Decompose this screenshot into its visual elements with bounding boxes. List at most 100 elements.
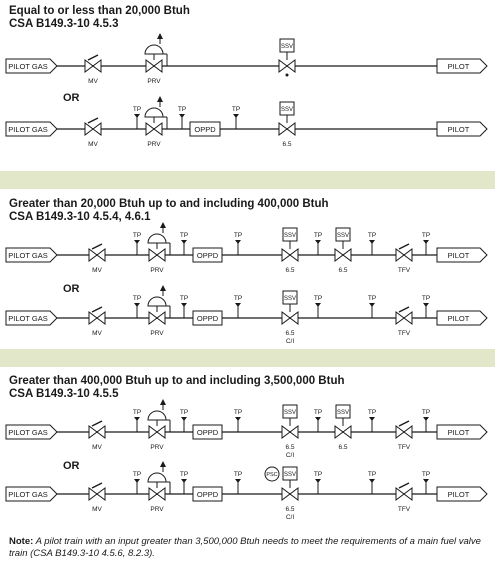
ssv-actuator-box xyxy=(335,227,351,242)
oppd-label: OPPD xyxy=(194,125,216,134)
prv-label: PRV xyxy=(150,267,164,274)
pilot-outlet: PILOT xyxy=(436,424,488,440)
ssv-label: SSV xyxy=(337,410,349,416)
pilot-gas-box xyxy=(5,486,58,502)
tfv-label: TFV xyxy=(398,506,411,513)
section-1-title: Equal to or less than 20,000 Btuh xyxy=(9,5,190,17)
test-port-head xyxy=(423,417,429,421)
oppd-box xyxy=(192,247,223,263)
ssv-actuator-box xyxy=(282,404,298,419)
valve-body xyxy=(334,425,352,439)
pressure-regulator-prv: PRV xyxy=(147,399,171,451)
test-port-tp: TP xyxy=(180,471,188,494)
test-port-head xyxy=(315,303,321,307)
test-port-tp: TP xyxy=(368,232,376,255)
pressure-regulator-prv: PRV xyxy=(147,222,171,274)
valve-body xyxy=(395,487,413,501)
valve-body xyxy=(88,425,106,439)
overpressure-device-oppd: OPPD xyxy=(192,424,223,440)
vent-arrow xyxy=(160,399,166,405)
pressure-regulator-prv: PRV xyxy=(147,285,171,337)
overpressure-device-oppd: OPPD xyxy=(189,121,221,137)
pilot-gas-inlet: PILOT GAS xyxy=(5,58,58,74)
tp-label: TP xyxy=(422,232,430,239)
valve-body xyxy=(281,487,299,501)
tp-label: TP xyxy=(314,232,322,239)
rating-label: 6.5 xyxy=(285,330,294,337)
regulator-dome xyxy=(147,410,167,421)
pilot-label: PILOT xyxy=(448,314,470,323)
pilot-outlet: PILOT xyxy=(436,121,488,137)
test-port-head xyxy=(235,240,241,244)
valve-body xyxy=(395,311,413,325)
tp-label: TP xyxy=(133,106,141,113)
test-port-tp: TP xyxy=(234,471,242,494)
test-port-head xyxy=(179,114,185,118)
test-port-head xyxy=(134,479,140,483)
manual-valve-mv: MV xyxy=(88,306,106,337)
test-port-tp: TP xyxy=(368,471,376,494)
pilot-gas-box xyxy=(5,247,58,263)
oppd-label: OPPD xyxy=(197,314,219,323)
oppd-box xyxy=(192,486,223,502)
pilot-safety-control-psc: PSC xyxy=(264,466,280,482)
valve-handle xyxy=(87,54,99,61)
pilot-gas-box xyxy=(5,424,58,440)
test-port-head xyxy=(235,479,241,483)
mv-label: MV xyxy=(92,330,102,337)
tp-label: TP xyxy=(180,471,188,478)
section-3-code: CSA B149.3-10 4.5.5 xyxy=(9,388,119,400)
valve-body xyxy=(281,425,299,439)
valve-body xyxy=(84,122,102,136)
test-port-tp: TP xyxy=(133,232,141,255)
pilot-box xyxy=(436,424,488,440)
mv-label: MV xyxy=(92,267,102,274)
tp-label: TP xyxy=(234,295,242,302)
regulator-dome xyxy=(147,472,167,483)
pilot-box xyxy=(436,247,488,263)
test-port-head xyxy=(134,417,140,421)
manual-valve-mv: MV xyxy=(88,482,106,513)
ssv-actuator-box xyxy=(279,38,295,53)
test-port-head xyxy=(423,303,429,307)
manual-valve-mv: MV xyxy=(88,420,106,451)
test-port-tp: TP xyxy=(422,295,430,318)
tp-label: TP xyxy=(180,232,188,239)
tp-label: TP xyxy=(133,409,141,416)
ssv-actuator-box xyxy=(335,404,351,419)
tfv-label: TFV xyxy=(398,267,411,274)
valve-body xyxy=(88,311,106,325)
test-port-head xyxy=(423,240,429,244)
vent-arrow xyxy=(160,461,166,467)
test-port-tp: TP xyxy=(234,409,242,432)
test-port-head xyxy=(315,417,321,421)
ssv-actuator-box xyxy=(282,466,298,481)
pilot-label: PILOT xyxy=(448,251,470,260)
pilot-gas-label: PILOT GAS xyxy=(8,428,47,437)
ssv-label: SSV xyxy=(284,410,296,416)
test-port-head xyxy=(369,240,375,244)
test-port-head xyxy=(235,303,241,307)
test-port-head xyxy=(181,240,187,244)
pilot-gas-inlet: PILOT GAS xyxy=(5,121,58,137)
test-port-tp: TP xyxy=(180,232,188,255)
section-2-code: CSA B149.3-10 4.5.4, 4.6.1 xyxy=(9,211,151,223)
test-firing-valve-tfv: TFV xyxy=(395,306,413,337)
pilot-box xyxy=(436,58,488,74)
test-port-tp: TP xyxy=(133,295,141,318)
test-port-head xyxy=(181,417,187,421)
pilot-label: PILOT xyxy=(448,62,470,71)
footnote: Note: A pilot train with an input greate… xyxy=(9,536,489,560)
overpressure-device-oppd: OPPD xyxy=(192,247,223,263)
tp-label: TP xyxy=(133,232,141,239)
ci-label: C/I xyxy=(286,514,295,521)
manual-valve-mv: MV xyxy=(84,54,102,85)
test-port-tp: TP xyxy=(422,471,430,494)
oppd-label: OPPD xyxy=(197,251,219,260)
mv-label: MV xyxy=(92,506,102,513)
test-port-head xyxy=(134,240,140,244)
test-port-tp: TP xyxy=(133,471,141,494)
